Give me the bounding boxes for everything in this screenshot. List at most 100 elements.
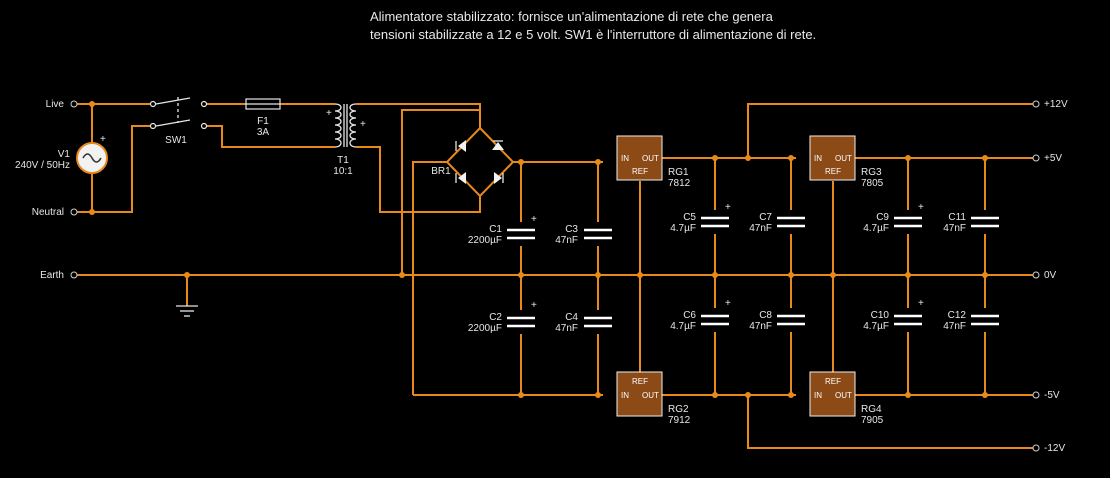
c9-name: C9: [876, 212, 889, 223]
c12-name: C12: [948, 310, 967, 321]
input-terminal-live[interactable]: Live: [46, 99, 78, 110]
rg1-part: 7812: [668, 178, 691, 189]
rg4-name: RG4: [861, 404, 882, 415]
t1-name: T1: [337, 155, 349, 166]
capacitor-c5[interactable]: + C5 4.7µF: [670, 202, 731, 234]
c1-value: 2200µF: [468, 235, 502, 246]
rg2-out-pin: OUT: [642, 391, 659, 400]
rg4-out-pin: OUT: [835, 391, 852, 400]
regulator-rg3[interactable]: IN OUT REF RG3 7805: [809, 135, 884, 189]
rg2-ref-pin: REF: [632, 377, 648, 386]
circuit-description: Alimentatore stabilizzato: fornisce un'a…: [370, 8, 990, 44]
regulator-rg4[interactable]: REF IN OUT RG4 7905: [809, 371, 884, 426]
c2-value: 2200µF: [468, 323, 502, 334]
c6-plus: +: [725, 298, 731, 309]
capacitor-c8[interactable]: C8 47nF: [749, 308, 807, 332]
c12-value: 47nF: [943, 321, 966, 332]
p5-label: +5V: [1044, 153, 1062, 164]
c5-name: C5: [683, 212, 696, 223]
capacitor-c3[interactable]: C3 47nF: [555, 222, 614, 246]
c8-value: 47nF: [749, 321, 772, 332]
capacitor-c11[interactable]: C11 47nF: [943, 210, 1001, 234]
output-terminal-p5[interactable]: +5V: [1032, 153, 1062, 164]
rg3-name: RG3: [861, 167, 882, 178]
description-line-1: Alimentatore stabilizzato: fornisce un'a…: [370, 9, 773, 24]
capacitor-c12[interactable]: C12 47nF: [943, 308, 1001, 332]
t1-secondary-plus: +: [360, 119, 366, 130]
capacitor-c1[interactable]: + C1 2200µF: [468, 214, 537, 246]
rg4-part: 7905: [861, 415, 884, 426]
c6-name: C6: [683, 310, 696, 321]
c2-name: C2: [489, 312, 502, 323]
capacitor-c7[interactable]: C7 47nF: [749, 210, 807, 234]
bridge-rectifier-br1[interactable]: BR1: [431, 126, 515, 198]
output-terminal-m12[interactable]: -12V: [1032, 443, 1065, 454]
ground-icon: [176, 305, 198, 317]
c5-plus: +: [725, 202, 731, 213]
m12-label: -12V: [1044, 443, 1065, 454]
input-terminal-neutral[interactable]: Neutral: [32, 207, 78, 218]
regulator-rg1[interactable]: IN OUT REF RG1 7812: [616, 135, 691, 189]
v1-value: 240V / 50Hz: [15, 160, 70, 171]
ac-source-v1[interactable]: + V1 240V / 50Hz: [15, 134, 108, 174]
output-terminal-m5[interactable]: -5V: [1032, 390, 1060, 401]
p12-label: +12V: [1044, 99, 1068, 110]
rg3-ref-pin: REF: [825, 167, 841, 176]
live-label: Live: [46, 99, 65, 110]
zero-label: 0V: [1044, 270, 1057, 281]
c7-value: 47nF: [749, 223, 772, 234]
c4-value: 47nF: [555, 323, 578, 334]
transformer-t1[interactable]: + + T1 10:1: [326, 103, 366, 177]
rg4-ref-pin: REF: [825, 377, 841, 386]
c11-value: 47nF: [943, 223, 966, 234]
rg4-in-pin: IN: [814, 391, 822, 400]
c6-value: 4.7µF: [670, 321, 696, 332]
f1-value: 3A: [257, 127, 270, 138]
input-terminal-earth[interactable]: Earth: [40, 270, 78, 281]
v1-name: V1: [58, 149, 71, 160]
c3-name: C3: [565, 224, 578, 235]
rg1-name: RG1: [668, 167, 689, 178]
rg2-in-pin: IN: [621, 391, 629, 400]
c5-value: 4.7µF: [670, 223, 696, 234]
capacitor-c2[interactable]: + C2 2200µF: [468, 300, 537, 334]
capacitor-c4[interactable]: C4 47nF: [555, 310, 614, 334]
junction-dots: [89, 101, 988, 398]
f1-name: F1: [257, 116, 269, 127]
c9-value: 4.7µF: [863, 223, 889, 234]
output-terminal-0v[interactable]: 0V: [1032, 270, 1057, 281]
c10-name: C10: [871, 310, 890, 321]
t1-primary-plus: +: [326, 108, 332, 119]
fuse-f1[interactable]: F1 3A: [245, 98, 281, 138]
capacitor-c9[interactable]: + C9 4.7µF: [863, 202, 924, 234]
switch-sw1[interactable]: SW1: [149, 97, 208, 146]
rg2-part: 7912: [668, 415, 691, 426]
c9-plus: +: [918, 202, 924, 213]
c1-plus: +: [531, 214, 537, 225]
c4-name: C4: [565, 312, 578, 323]
c1-name: C1: [489, 224, 502, 235]
rg3-in-pin: IN: [814, 154, 822, 163]
t1-ratio: 10:1: [333, 166, 353, 177]
description-line-2: tensioni stabilizzate a 12 e 5 volt. SW1…: [370, 27, 817, 42]
c11-name: C11: [948, 212, 966, 223]
v1-plus: +: [100, 134, 106, 145]
capacitor-c10[interactable]: + C10 4.7µF: [863, 298, 924, 332]
regulator-rg2[interactable]: REF IN OUT RG2 7912: [616, 371, 691, 426]
output-terminal-p12[interactable]: +12V: [1032, 99, 1068, 110]
c2-plus: +: [531, 300, 537, 311]
sw1-name: SW1: [165, 135, 187, 146]
rg1-out-pin: OUT: [642, 154, 659, 163]
c8-name: C8: [759, 310, 772, 321]
m5-label: -5V: [1044, 390, 1060, 401]
br1-name: BR1: [431, 166, 451, 177]
c10-plus: +: [918, 298, 924, 309]
c10-value: 4.7µF: [863, 321, 889, 332]
c7-name: C7: [759, 212, 772, 223]
neutral-label: Neutral: [32, 207, 64, 218]
capacitor-c6[interactable]: + C6 4.7µF: [670, 298, 731, 332]
wires: [76, 103, 1033, 449]
rg2-name: RG2: [668, 404, 689, 415]
